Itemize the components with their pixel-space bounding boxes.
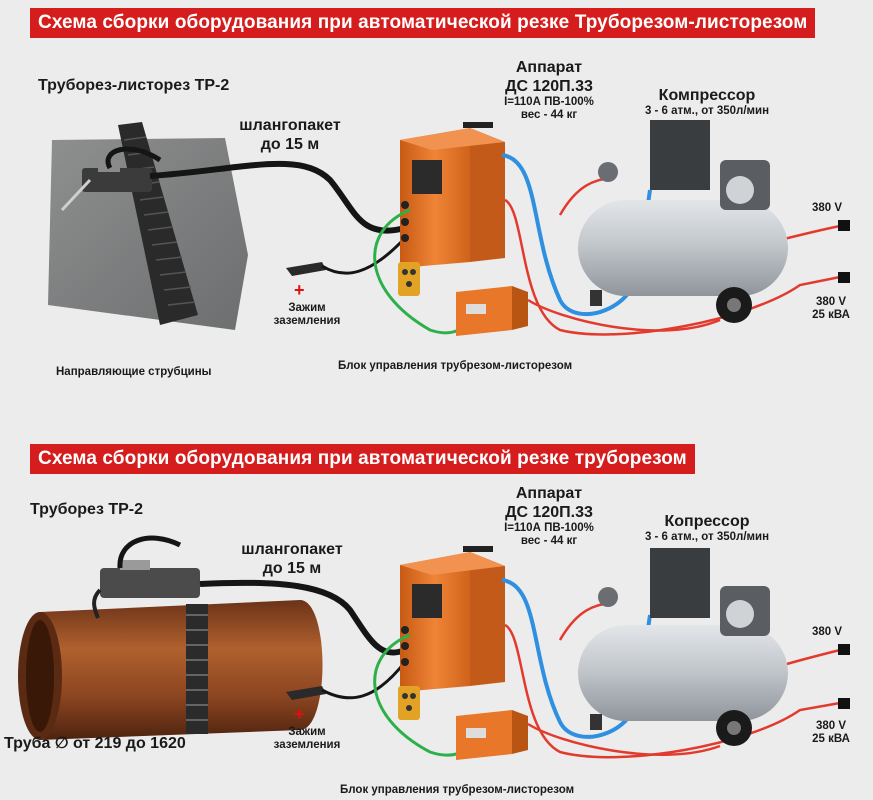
- voltage-label-1: 380 V: [812, 202, 843, 214]
- compressor-name-2: Копрессор: [664, 513, 750, 530]
- apparatus-weight-2: вес - 44 кг: [520, 535, 578, 547]
- rails-label: Направляющие струбцины: [56, 366, 212, 378]
- scheme1-title: Схема сборки оборудования при автоматиче…: [30, 8, 816, 38]
- apparatus-name: Аппарат: [515, 59, 583, 76]
- power-label: 380 V 25 кВА: [806, 296, 856, 322]
- ground-clamp-2: [286, 686, 326, 700]
- ground-clamp-1: [286, 262, 326, 276]
- clamp-label-line2: заземления: [273, 315, 341, 327]
- apparatus-model: ДС 120П.33: [505, 78, 593, 95]
- compressor-tank-2: [578, 625, 788, 721]
- apparatus-current: I=110А ПВ-100%: [504, 96, 594, 108]
- pipe: [40, 600, 323, 740]
- apparatus-label: Аппарат ДС 120П.33 I=110А ПВ-100% вес - …: [484, 58, 614, 122]
- control-label-2: Блок управления трубрезом-листорезом: [340, 784, 575, 796]
- power-kva-2: 25 кВА: [812, 733, 850, 745]
- hose-label-2-line2: до 15 м: [262, 560, 322, 577]
- apparatus-name-2: Аппарат: [515, 485, 583, 502]
- clamp-label-2-line1: Зажим: [288, 726, 326, 738]
- compressor-label-2: Копрессор 3 - 6 атм., от 350л/мин: [622, 512, 792, 544]
- clamp-label-2: Зажим заземления: [262, 726, 352, 752]
- power-label-2: 380 V 25 кВА: [806, 720, 856, 746]
- apparatus-model-2: ДС 120П.33: [505, 504, 593, 521]
- clamp-label-2-line2: заземления: [273, 739, 341, 751]
- scheme1-drawing: [48, 120, 850, 336]
- voltage-label-4: 380 V: [815, 720, 847, 732]
- clamp-label: Зажим заземления: [262, 302, 352, 328]
- power-kva: 25 кВА: [812, 309, 850, 321]
- hose-package-1: [149, 160, 406, 234]
- compressor-spec-2: 3 - 6 атм., от 350л/мин: [644, 531, 770, 543]
- cutter-carriage: [82, 168, 152, 192]
- hose-package-2: [199, 579, 407, 656]
- hose-label-2-line1: шлангопакет: [241, 541, 343, 558]
- apparatus-current-2: I=110А ПВ-100%: [504, 522, 594, 534]
- scheme2-title: Схема сборки оборудования при автоматиче…: [30, 444, 695, 474]
- control-pendant-1: [398, 262, 420, 296]
- plus-sign: +: [294, 280, 305, 300]
- control-pendant-2: [398, 686, 420, 720]
- pipe-cutter: [100, 568, 200, 598]
- scheme2-drawing: [18, 535, 850, 760]
- cutter-label-2: Труборез ТР-2: [30, 501, 144, 518]
- plus-sign-2: +: [294, 704, 305, 724]
- compressor-tank-1: [578, 200, 788, 296]
- clamp-label-line1: Зажим: [288, 302, 326, 314]
- apparatus-weight: вес - 44 кг: [520, 109, 578, 121]
- compressor-label: Компрессор 3 - 6 атм., от 350л/мин: [622, 86, 792, 118]
- hose-label-line2: до 15 м: [260, 136, 320, 153]
- cutter-label: Труборез-листорез ТР-2: [38, 77, 230, 94]
- hose-label: шлангопакет до 15 м: [232, 116, 348, 154]
- hose-label-line1: шлангопакет: [239, 117, 341, 134]
- apparatus-label-2: Аппарат ДС 120П.33 I=110А ПВ-100% вес - …: [484, 484, 614, 548]
- voltage-label-3: 380 V: [812, 626, 843, 638]
- pipe-label: Труба ∅ от 219 до 1620: [4, 735, 186, 752]
- compressor-name: Компрессор: [658, 87, 756, 104]
- compressor-spec: 3 - 6 атм., от 350л/мин: [644, 105, 770, 117]
- hose-label-2: шлангопакет до 15 м: [234, 540, 350, 578]
- voltage-label-2: 380 V: [815, 296, 847, 308]
- control-label: Блок управления трубрезом-листорезом: [338, 360, 573, 372]
